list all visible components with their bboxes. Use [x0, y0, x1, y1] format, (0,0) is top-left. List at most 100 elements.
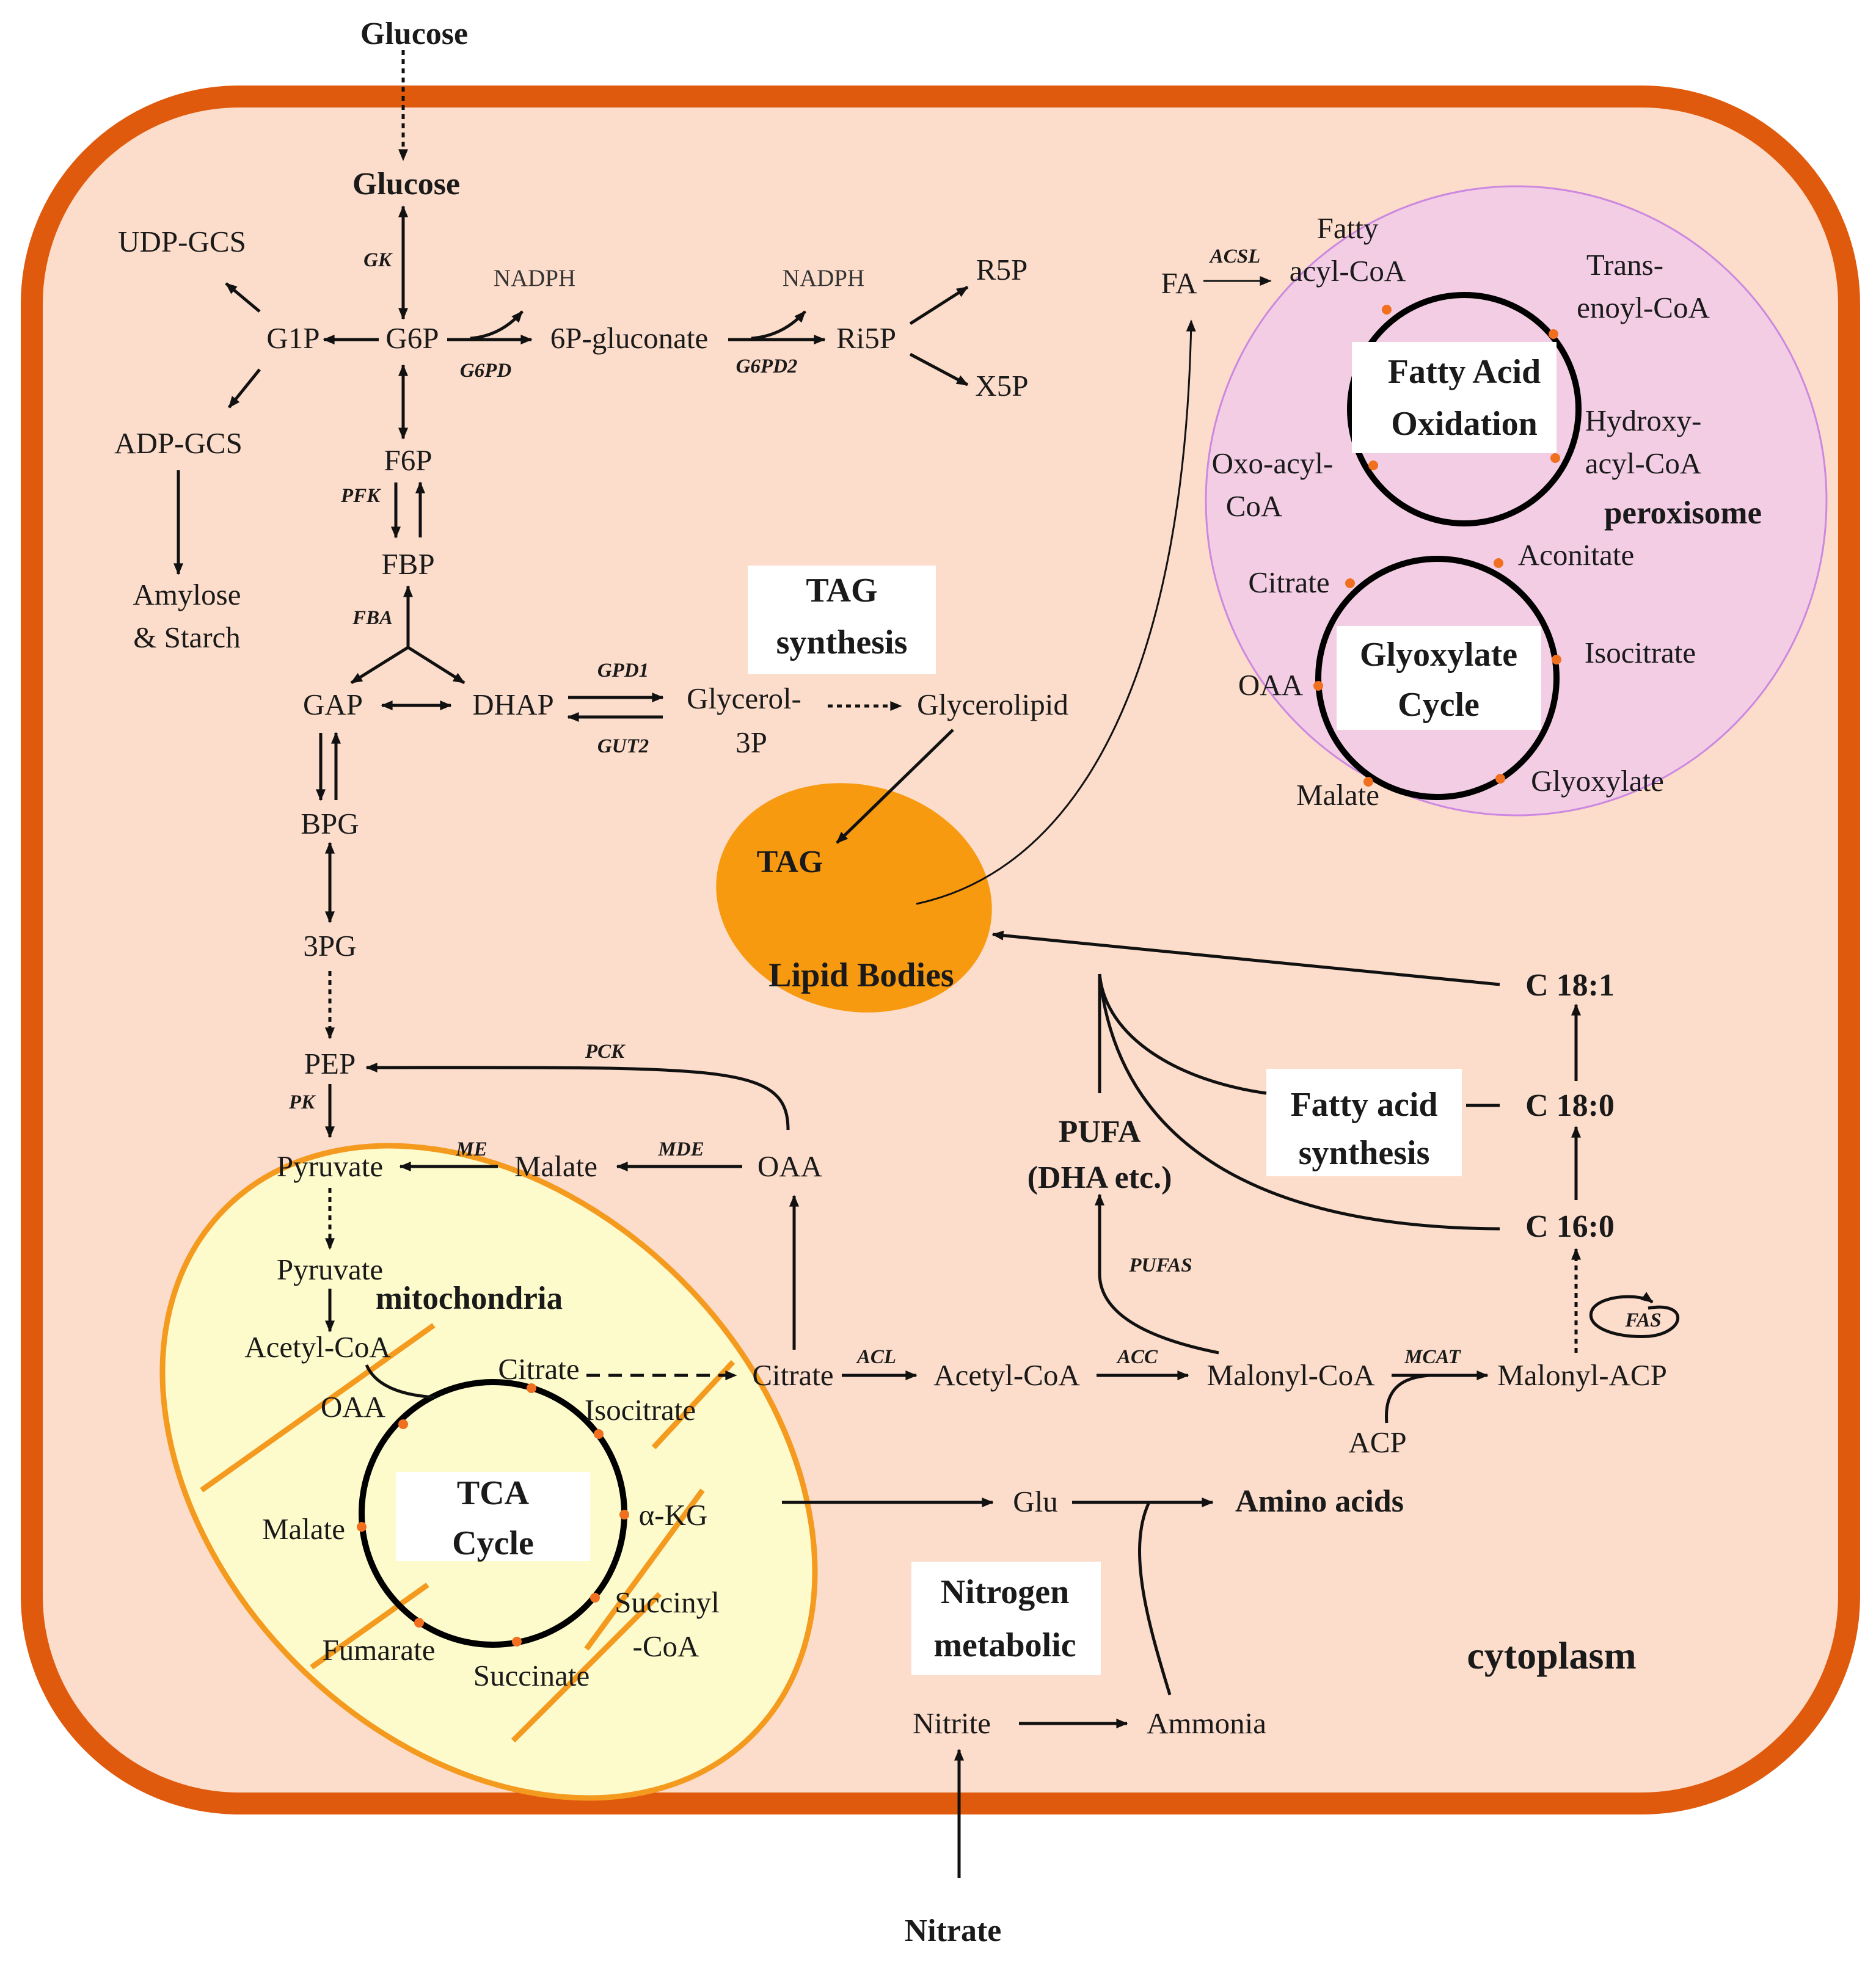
arrow-malonylcoa-pufa [1095, 1193, 1219, 1355]
arrow-acp-malonylacp [1385, 1374, 1430, 1424]
gluconate-label: 6P-gluconate [550, 321, 709, 355]
enzyme-mcat: MCAT [1404, 1346, 1462, 1368]
arrow-acetylcoa-tca [365, 1364, 436, 1399]
enzyme-acl: ACL [856, 1346, 896, 1368]
enzyme-pufas: PUFAS [1128, 1254, 1192, 1276]
line-c180-bundle [1098, 974, 1500, 1107]
f6p-label: F6P [384, 443, 432, 477]
tca-succinyl-line1: Succinyl [615, 1585, 719, 1619]
trans-enoyl-line2: enoyl-CoA [1577, 291, 1710, 324]
malonyl-acp-label: Malonyl-ACP [1497, 1358, 1667, 1392]
ammonia-label: Ammonia [1147, 1706, 1266, 1740]
glycerolipid-label: Glycerolipid [917, 688, 1068, 721]
oxo-acyl-line1: Oxo-acyl- [1212, 446, 1334, 480]
g6p-label: G6P [385, 321, 439, 355]
arrow-nadph-1 [470, 310, 524, 340]
arrow-lipid-fa [916, 319, 1196, 905]
glyoxylate-cycle-ring [1315, 556, 1560, 800]
c180-label: C 18:0 [1525, 1088, 1615, 1123]
external-nitrate-label: Nitrate [905, 1913, 1002, 1948]
arrow-ammonia-amino [1138, 1502, 1172, 1695]
r5p-label: R5P [976, 253, 1027, 286]
glyox-isocitrate-label: Isocitrate [1585, 636, 1696, 669]
nitrogen-metabolic-box [911, 1562, 1101, 1675]
enzyme-g6pd2: G6PD2 [736, 355, 798, 377]
cycle-node-dots [357, 305, 1561, 1647]
glycerol-3p-line1: Glycerol- [687, 682, 801, 715]
pufa-line1: PUFA [1059, 1115, 1141, 1149]
enzyme-me: ME [455, 1138, 487, 1160]
pufa-line2: (DHA etc.) [1027, 1160, 1172, 1195]
peroxisome-label: peroxisome [1604, 495, 1762, 531]
cyto-acetyl-coa-label: Acetyl-CoA [933, 1358, 1080, 1392]
udp-gcs-label: UDP-GCS [118, 225, 246, 258]
amino-acids-label: Amino acids [1235, 1484, 1404, 1519]
malonyl-coa-label: Malonyl-CoA [1207, 1358, 1376, 1392]
malate-cyto-label: Malate [514, 1149, 597, 1183]
tca-title-line2: Cycle [452, 1524, 534, 1562]
arrow-split-dhap [407, 646, 465, 685]
hydroxy-acyl-line1: Hydroxy- [1585, 404, 1702, 437]
nitrite-label: Nitrite [913, 1706, 991, 1740]
tca-oaa-label: OAA [321, 1390, 386, 1424]
lipid-body [716, 783, 992, 1013]
tag-label: TAG [757, 845, 823, 879]
tca-akg-label: α-KG [639, 1498, 708, 1532]
oaa-cyto-label: OAA [757, 1149, 823, 1183]
tca-citrate-label: Citrate [498, 1352, 579, 1386]
glu-label: Glu [1013, 1485, 1058, 1518]
arrow-g1p-adp [228, 368, 261, 409]
arrow-fas-loop [1589, 1292, 1680, 1338]
fatty-acid-oxidation-cycle [1347, 292, 1582, 526]
arrow-c181-lipid [991, 930, 1500, 986]
enzyme-pfk: PFK [340, 485, 381, 507]
pep-label: PEP [304, 1047, 356, 1080]
enzyme-acc: ACC [1116, 1346, 1158, 1368]
enzyme-pck: PCK [585, 1041, 626, 1063]
tca-succinyl-line2: -CoA [633, 1629, 700, 1663]
fbp-label: FBP [381, 547, 434, 581]
enzyme-gpd1: GPD1 [597, 660, 649, 682]
enzyme-gk: GK [363, 249, 393, 271]
nitrogen-box-line1: Nitrogen [941, 1573, 1070, 1611]
glyoxylate-title-line1: Glyoxylate [1360, 636, 1517, 674]
enzyme-acsl: ACSL [1209, 246, 1261, 268]
external-glucose-label: Glucose [360, 16, 468, 51]
enzyme-fba: FBA [352, 607, 393, 629]
fas-box-line1: Fatty acid [1290, 1086, 1437, 1124]
g1p-label: G1P [266, 321, 319, 355]
tag-synthesis-line1: TAG [806, 572, 877, 610]
ri5p-label: Ri5P [836, 321, 896, 355]
arrow-ri5p-x5p [909, 352, 969, 387]
adp-gcs-label: ADP-GCS [114, 426, 243, 460]
fatty-acyl-coa-line2: acyl-CoA [1290, 254, 1406, 288]
tca-title-box [396, 1472, 590, 1561]
trans-enoyl-line1: Trans- [1586, 248, 1663, 282]
starch-label: & Starch [133, 621, 241, 654]
enzyme-fas: FAS [1624, 1309, 1661, 1331]
tca-isocitrate-label: Isocitrate [585, 1393, 696, 1427]
c160-label: C 16:0 [1525, 1209, 1615, 1244]
lipid-bodies-label: Lipid Bodies [768, 956, 954, 994]
c181-label: C 18:1 [1525, 968, 1615, 1003]
glycerol-3p-line2: 3P [735, 726, 767, 759]
arrow-glycerolipid-tag [836, 729, 954, 844]
gap-label: GAP [303, 688, 363, 721]
3pg-label: 3PG [303, 929, 356, 963]
line-c160-bundle [1098, 974, 1500, 1231]
tag-synthesis-box [748, 566, 936, 674]
mito-acetyl-coa-label: Acetyl-CoA [244, 1330, 391, 1364]
glyoxylate-title-line2: Cycle [1398, 686, 1480, 724]
nadph-1-label: NADPH [494, 265, 575, 291]
enzyme-g6pd: G6PD [460, 360, 511, 382]
arrow-ri5p-r5p [909, 285, 969, 326]
glyox-oaa-label: OAA [1238, 668, 1304, 702]
nitrogen-box-line2: metabolic [933, 1626, 1076, 1664]
pyruvate-label: Pyruvate [277, 1149, 383, 1183]
fa-label: FA [1161, 266, 1197, 300]
arrow-g1p-udp [225, 282, 261, 313]
acp-label: ACP [1348, 1425, 1406, 1459]
arrow-nadph-2 [751, 310, 806, 340]
enzyme-pk: PK [288, 1091, 316, 1113]
fatty-acid-synthesis-box [1266, 1069, 1462, 1176]
